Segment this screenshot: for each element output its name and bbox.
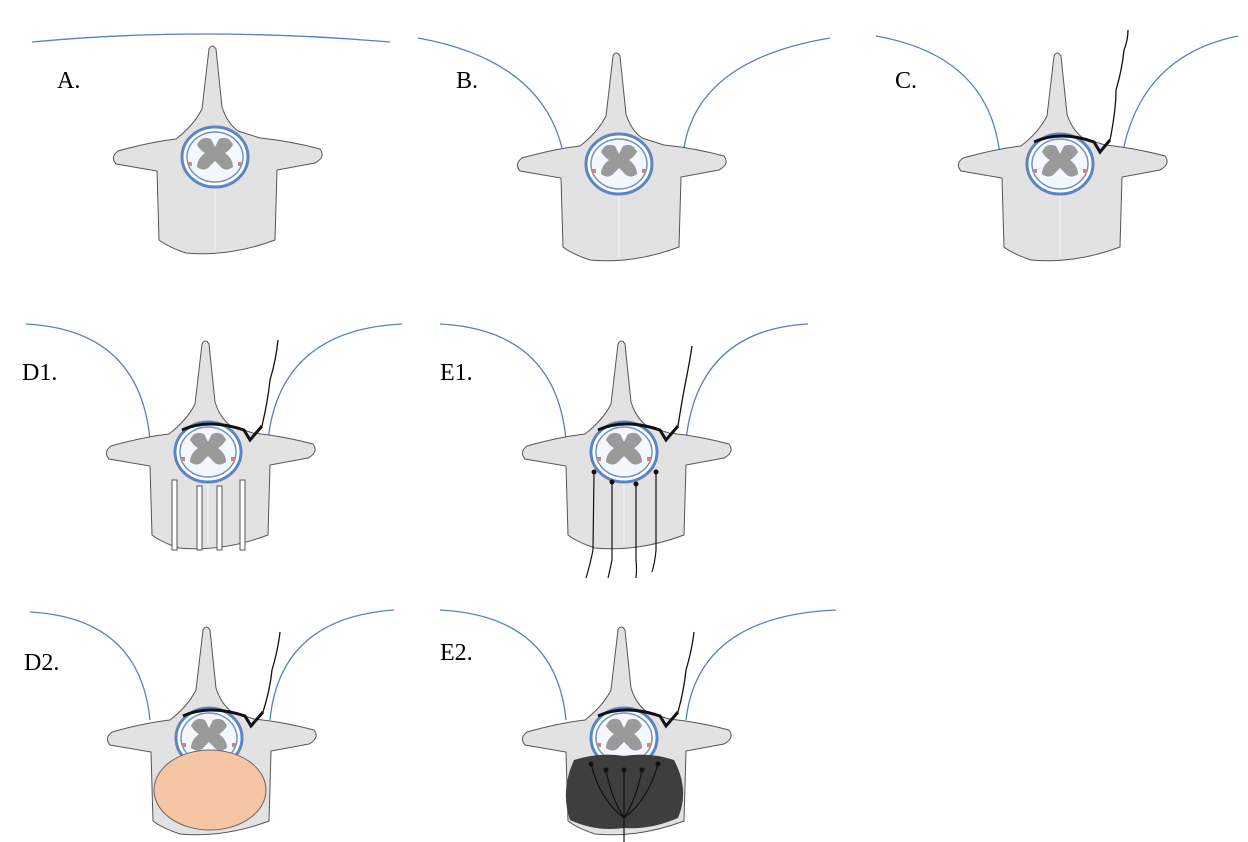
panel-e1: E1. [440, 324, 808, 578]
panel-e2: E2. [440, 610, 836, 842]
panel-label-d2: D2. [24, 650, 59, 676]
muscle-outline [32, 34, 390, 42]
panel-c: C. [876, 30, 1238, 261]
panel-label-c: C. [895, 68, 917, 94]
panel-label-e2: E2. [440, 640, 473, 666]
panel-label-b: B. [456, 68, 478, 94]
implant [154, 750, 266, 830]
panel-b: B. [418, 38, 830, 261]
panel-a: A. [32, 34, 390, 254]
panel-label-e1: E1. [440, 360, 473, 386]
panel-d1: D1. [22, 324, 402, 550]
panel-d2: D2. [24, 610, 394, 835]
panel-label-a: A. [57, 68, 80, 94]
lead-wire [1110, 30, 1128, 140]
panel-label-d1: D1. [22, 360, 57, 386]
muscle-outline-right [684, 38, 830, 148]
muscle-outline-left [418, 38, 562, 148]
